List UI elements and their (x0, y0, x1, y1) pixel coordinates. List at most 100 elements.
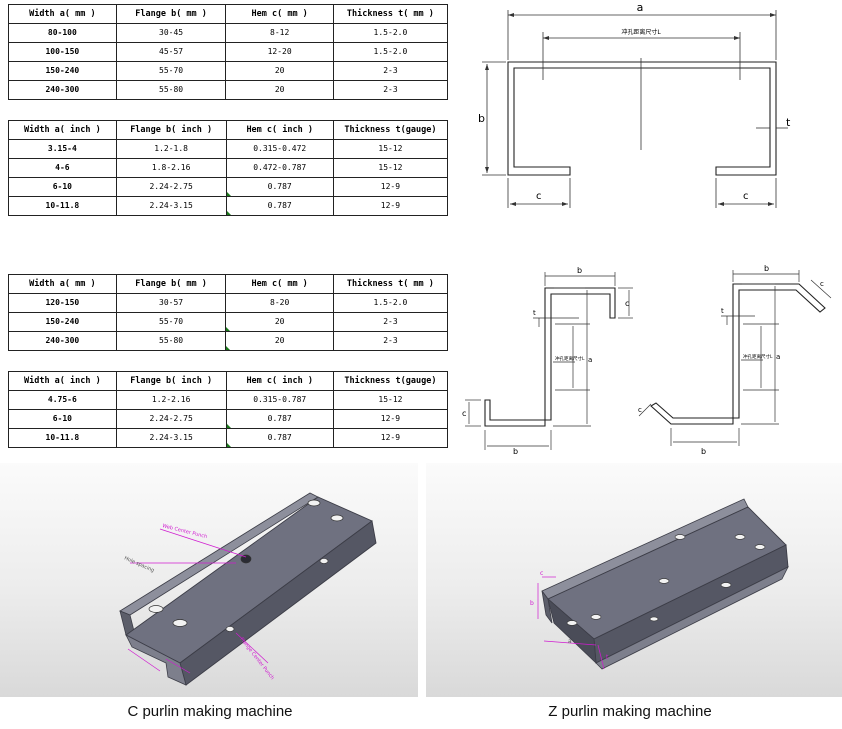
table-cell: 0.315-0.472 (225, 139, 334, 159)
z-render-label-b: b (530, 600, 534, 607)
table-header-cell: Width a( inch ) (8, 120, 117, 140)
table-cell: 12-9 (332, 409, 449, 429)
table-cell: 6-10 (8, 409, 117, 429)
table-header-cell: Thickness t(gauge) (332, 371, 449, 391)
table-header-cell: Hem c( inch ) (225, 120, 334, 140)
dim-hole-label: 冲孔距离尺寸L (621, 28, 661, 36)
table-cell: 0.787 (225, 409, 334, 429)
table-cell: 20 (225, 331, 334, 351)
table-cell: 1.5-2.0 (332, 293, 449, 313)
table-cell: 30-57 (115, 293, 227, 313)
table-z-purlin-mm: Width a( mm )Flange b( mm )Hem c( mm )Th… (8, 274, 449, 351)
table-cell: 6-10 (8, 177, 117, 197)
z-render-label-c: c (540, 570, 543, 577)
z-right-dim-hole: 冲孔距离尺寸L (743, 353, 773, 360)
table-cell: 8-20 (225, 293, 334, 313)
table-header-cell: Thickness t(gauge) (332, 120, 449, 140)
table-header-cell: Flange b( mm ) (115, 4, 227, 24)
c-spacing-label: Hole spacing (123, 555, 155, 574)
table-cell: 2.24-2.75 (115, 177, 227, 197)
table-cell: 2.24-3.15 (115, 196, 227, 216)
dim-c-right-label: c (743, 191, 749, 202)
dim-a-label: a (637, 1, 644, 14)
z-render-label-a: a (568, 638, 572, 645)
table-cell: 12-9 (332, 428, 449, 448)
z-right-dim-t: t (721, 307, 724, 315)
table-cell: 120-150 (8, 293, 117, 313)
table-cell: 1.2-1.8 (115, 139, 227, 159)
dim-t-label: t (786, 116, 791, 129)
table-cell: 45-57 (115, 42, 227, 62)
table-cell: 2-3 (332, 331, 449, 351)
z-right-dim-c-top: c (820, 280, 824, 288)
table-cell: 2-3 (332, 80, 449, 100)
table-cell: 4.75-6 (8, 390, 117, 410)
table-cell: 55-70 (115, 61, 227, 81)
table-header-cell: Thickness t( mm ) (332, 4, 449, 24)
table-cell: 12-9 (332, 177, 449, 197)
table-cell: 20 (225, 312, 334, 332)
table-cell: 2.24-3.15 (115, 428, 227, 448)
table-c-purlin-inch: Width a( inch )Flange b( inch )Hem c( in… (8, 120, 449, 216)
table-cell: 15-12 (332, 390, 449, 410)
table-cell: 0.787 (225, 196, 334, 216)
table-cell: 4-6 (8, 158, 117, 178)
z-section-diagram: b c t a 冲孔距离尺寸L c b b c t a 冲孔距离尺寸L c b (462, 264, 832, 456)
table-cell: 100-150 (8, 42, 117, 62)
table-cell: 10-11.8 (8, 196, 117, 216)
table-cell: 0.472-0.787 (225, 158, 334, 178)
z-right-dim-c-bottom: c (638, 406, 642, 414)
z-left-dim-c-top: c (625, 299, 629, 308)
table-header-row: Width a( mm )Flange b( mm )Hem c( mm )Th… (8, 4, 449, 24)
table-cell: 55-80 (115, 80, 227, 100)
table-header-cell: Flange b( inch ) (115, 371, 227, 391)
table-cell: 2.24-2.75 (115, 409, 227, 429)
table-cell: 2-3 (332, 61, 449, 81)
table-cell: 240-300 (8, 331, 117, 351)
table-header-cell: Width a( mm ) (8, 274, 117, 294)
table-header-cell: Flange b( mm ) (115, 274, 227, 294)
table-cell: 0.315-0.787 (225, 390, 334, 410)
z-left-dim-hole: 冲孔距离尺寸L (555, 355, 585, 362)
table-cell: 240-300 (8, 80, 117, 100)
table-cell: 1.8-2.16 (115, 158, 227, 178)
table-cell: 30-45 (115, 23, 227, 43)
table-cell: 8-12 (225, 23, 334, 43)
table-header-cell: Hem c( mm ) (225, 4, 334, 24)
caption-c-purlin: C purlin making machine (127, 703, 293, 720)
z-left-dim-t: t (533, 309, 536, 317)
c-section-diagram: a 冲孔距离尺寸L b c c t (478, 1, 791, 208)
table-cell: 10-11.8 (8, 428, 117, 448)
z-left-dim-c-bottom: c (462, 409, 466, 418)
z-right-dim-b-top: b (764, 264, 769, 273)
table-cell: 12-20 (225, 42, 334, 62)
z-left-dim-b-top: b (577, 266, 582, 275)
table-cell: 15-12 (332, 158, 449, 178)
z-left-dim-a: a (588, 356, 592, 364)
table-c-purlin-mm: Width a( mm )Flange b( mm )Hem c( mm )Th… (8, 4, 449, 100)
z-right-dim-b-bottom: b (701, 447, 706, 456)
table-cell: 0.787 (225, 177, 334, 197)
z-render-label-t: t (606, 654, 609, 661)
table-cell: 1.2-2.16 (115, 390, 227, 410)
table-header-cell: Width a( mm ) (8, 4, 117, 24)
table-cell: 55-70 (115, 312, 227, 332)
z-purlin-render: b c a t (426, 463, 842, 697)
table-z-purlin-inch: Width a( inch )Flange b( inch )Hem c( in… (8, 371, 449, 448)
table-cell: 1.5-2.0 (332, 42, 449, 62)
table-cell: 150-240 (8, 61, 117, 81)
table-header-row: Width a( inch )Flange b( inch )Hem c( in… (8, 371, 449, 391)
table-header-cell: Width a( inch ) (8, 371, 117, 391)
z-left-dim-b-bottom: b (513, 447, 518, 456)
